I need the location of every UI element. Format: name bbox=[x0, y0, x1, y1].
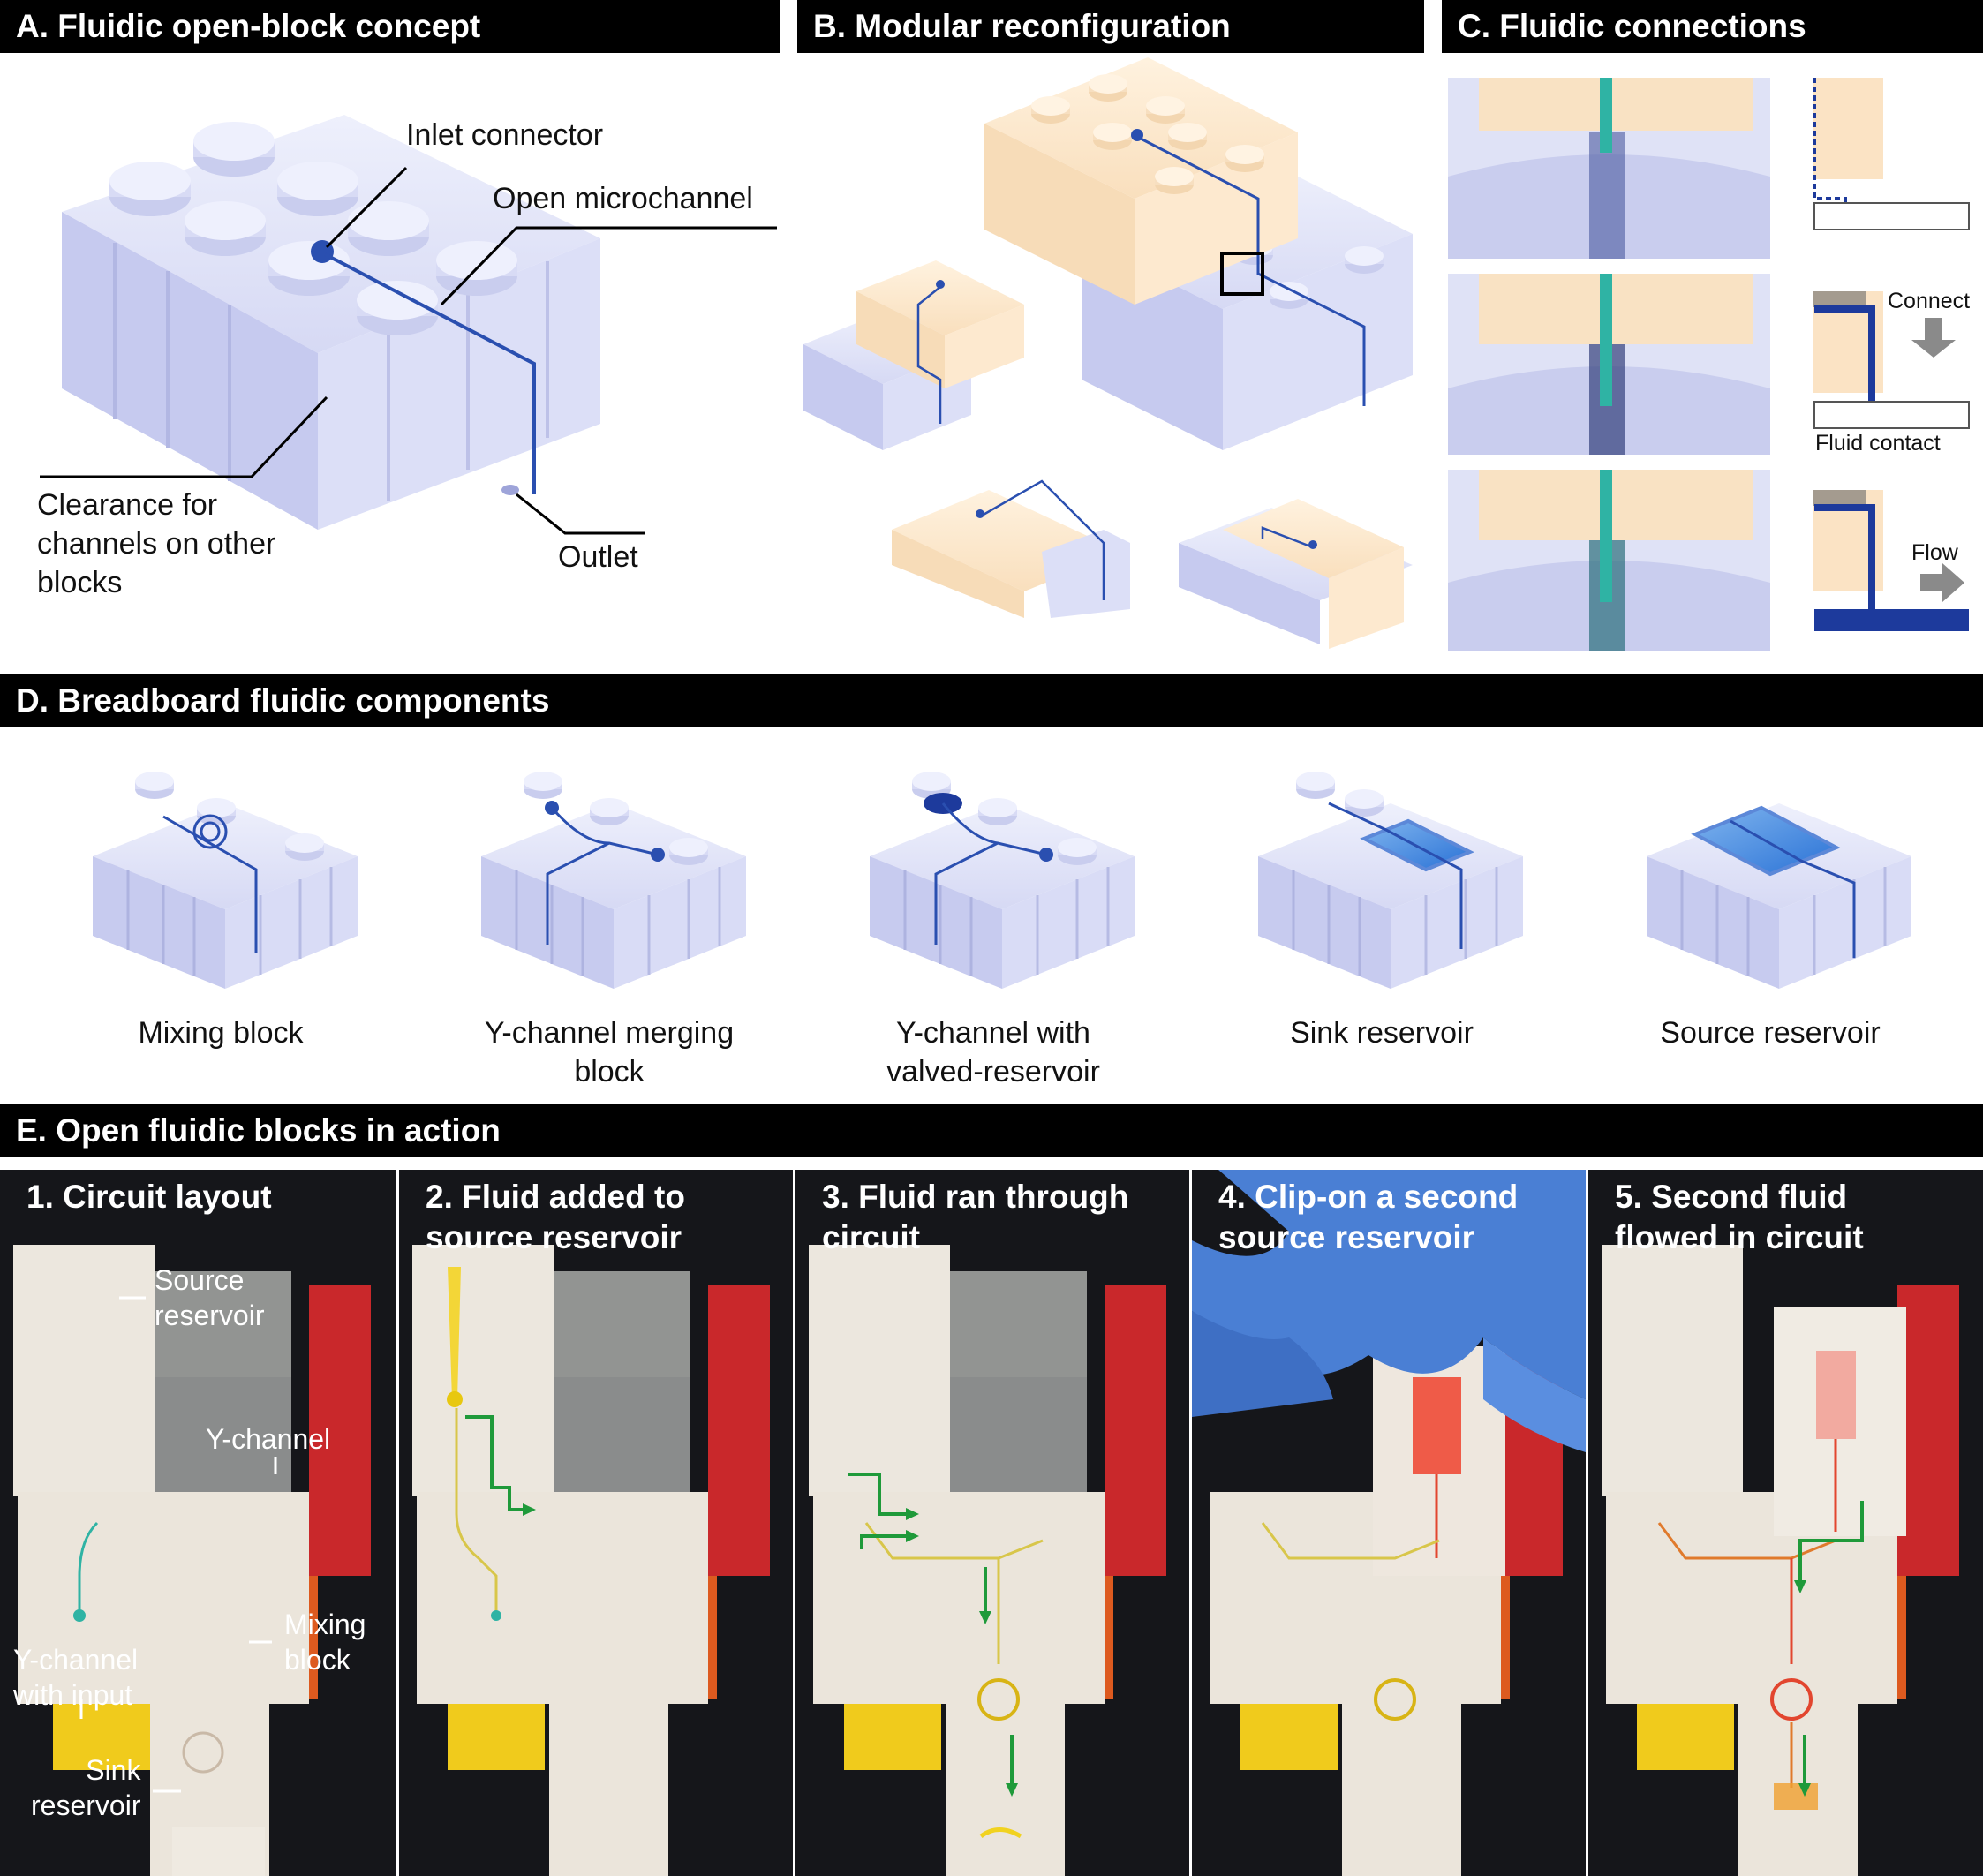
section-b-title: B. Modular reconfiguration bbox=[797, 0, 1424, 53]
component-label-mixing: Mixing block bbox=[138, 1016, 304, 1050]
mixing-block-label: Mixing block bbox=[284, 1609, 366, 1676]
component-label-y-valved: Y-channel with valved-reservoir bbox=[886, 1016, 1100, 1089]
sink-reservoir-label: Sink reservoir bbox=[31, 1754, 141, 1821]
step-2-photo: 2. Fluid added to source reservoir bbox=[399, 1170, 793, 1876]
y-channel-label: Y-channel bbox=[206, 1423, 331, 1455]
step-3-photo: 3. Fluid ran through circuit bbox=[795, 1170, 1189, 1876]
open-microchannel-label: Open microchannel bbox=[493, 182, 753, 215]
step-5-scene bbox=[1602, 1245, 1959, 1876]
step-5-title: 5. Second fluid flowed in circuit bbox=[1615, 1179, 1864, 1255]
component-label-y-merging: Y-channel merging block bbox=[484, 1016, 735, 1089]
component-y-merging bbox=[479, 772, 748, 991]
reconfig-assembly-2 bbox=[892, 479, 1130, 618]
source-reservoir-label: Source reservoir bbox=[155, 1264, 265, 1331]
reconfig-assembly-3 bbox=[1179, 499, 1413, 649]
section-c-title: C. Fluidic connections bbox=[1442, 0, 1983, 53]
step-2-scene bbox=[412, 1245, 770, 1876]
connection-closeups bbox=[1448, 78, 1971, 651]
step-4-title: 4. Clip-on a second source reservoir bbox=[1218, 1179, 1519, 1255]
inlet-connector-label: Inlet connector bbox=[406, 118, 604, 152]
y-channel-input-label: Y-channel with input bbox=[13, 1644, 139, 1711]
step-1-photo: 1. Circuit layout Source reservoir Y-cha… bbox=[0, 1170, 396, 1876]
flow-label: Flow bbox=[1911, 540, 1958, 565]
component-source-reservoir bbox=[1645, 802, 1913, 991]
step-3-title: 3. Fluid ran through circuit bbox=[822, 1179, 1129, 1255]
connect-label: Connect bbox=[1888, 289, 1971, 313]
outlet-label: Outlet bbox=[558, 540, 638, 574]
step-1-title: 1. Circuit layout bbox=[26, 1179, 272, 1215]
component-sink-reservoir bbox=[1256, 772, 1525, 991]
step-1-scene bbox=[13, 1245, 371, 1876]
component-label-source: Source reservoir bbox=[1660, 1016, 1881, 1050]
concept-brick bbox=[62, 115, 600, 530]
clearance-label: Clearance for channels on other blocks bbox=[37, 488, 276, 599]
reconfig-assembly-large bbox=[984, 57, 1413, 450]
section-a-title: A. Fluidic open-block concept bbox=[0, 0, 780, 53]
step-4-photo: 4. Clip-on a second source reservoir bbox=[1192, 1170, 1586, 1876]
reconfig-assembly-1 bbox=[803, 260, 1024, 450]
step-2-title: 2. Fluid added to source reservoir bbox=[426, 1179, 685, 1255]
step-5-photo: 5. Second fluid flowed in circuit bbox=[1588, 1170, 1983, 1876]
component-y-valved bbox=[868, 772, 1136, 991]
component-mixing-block bbox=[91, 772, 359, 991]
fluid-contact-label: Fluid contact bbox=[1815, 431, 1941, 456]
section-e-title: E. Open fluidic blocks in action bbox=[0, 1104, 1983, 1157]
component-label-sink: Sink reservoir bbox=[1290, 1016, 1474, 1050]
step-4-scene bbox=[1192, 1170, 1586, 1876]
step-3-scene bbox=[809, 1245, 1166, 1876]
section-d-title: D. Breadboard fluidic components bbox=[0, 674, 1983, 727]
